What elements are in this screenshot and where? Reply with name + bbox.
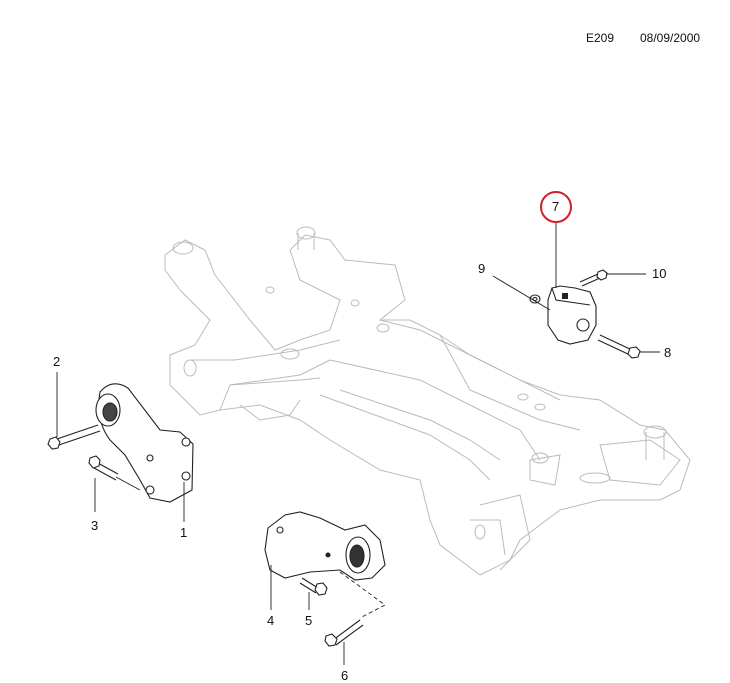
callout-5[interactable]: 5 bbox=[305, 613, 313, 628]
part-6-bolt-drawing bbox=[324, 619, 364, 647]
callout-4[interactable]: 4 bbox=[267, 613, 275, 628]
subframe-drawing bbox=[164, 226, 691, 576]
part-9-washer-drawing bbox=[529, 294, 541, 304]
callout-2[interactable]: 2 bbox=[53, 354, 61, 369]
callout-10[interactable]: 10 bbox=[652, 266, 667, 281]
part-1-mount-drawing bbox=[95, 383, 194, 503]
part-8-bolt-drawing bbox=[597, 334, 641, 359]
callout-6[interactable]: 6 bbox=[341, 668, 349, 683]
diagram-code: E209 bbox=[586, 31, 615, 45]
part-2-bolt-drawing bbox=[47, 424, 101, 450]
leader-lines bbox=[56, 222, 660, 665]
diagram-date: 08/09/2000 bbox=[640, 31, 701, 45]
callout-7[interactable]: 7 bbox=[552, 199, 560, 214]
callout-3[interactable]: 3 bbox=[91, 518, 99, 533]
callout-8[interactable]: 8 bbox=[664, 345, 672, 360]
part-5-bolt-drawing bbox=[299, 577, 328, 596]
callout-1[interactable]: 1 bbox=[180, 525, 188, 540]
part-10-bolt-drawing bbox=[579, 269, 608, 287]
callout-9[interactable]: 9 bbox=[478, 261, 486, 276]
part-4-mount-drawing bbox=[264, 511, 386, 581]
part-7-mount-drawing bbox=[547, 285, 597, 345]
callout-7-highlight-circle bbox=[540, 191, 572, 223]
part-3-bolt-drawing bbox=[88, 455, 119, 481]
